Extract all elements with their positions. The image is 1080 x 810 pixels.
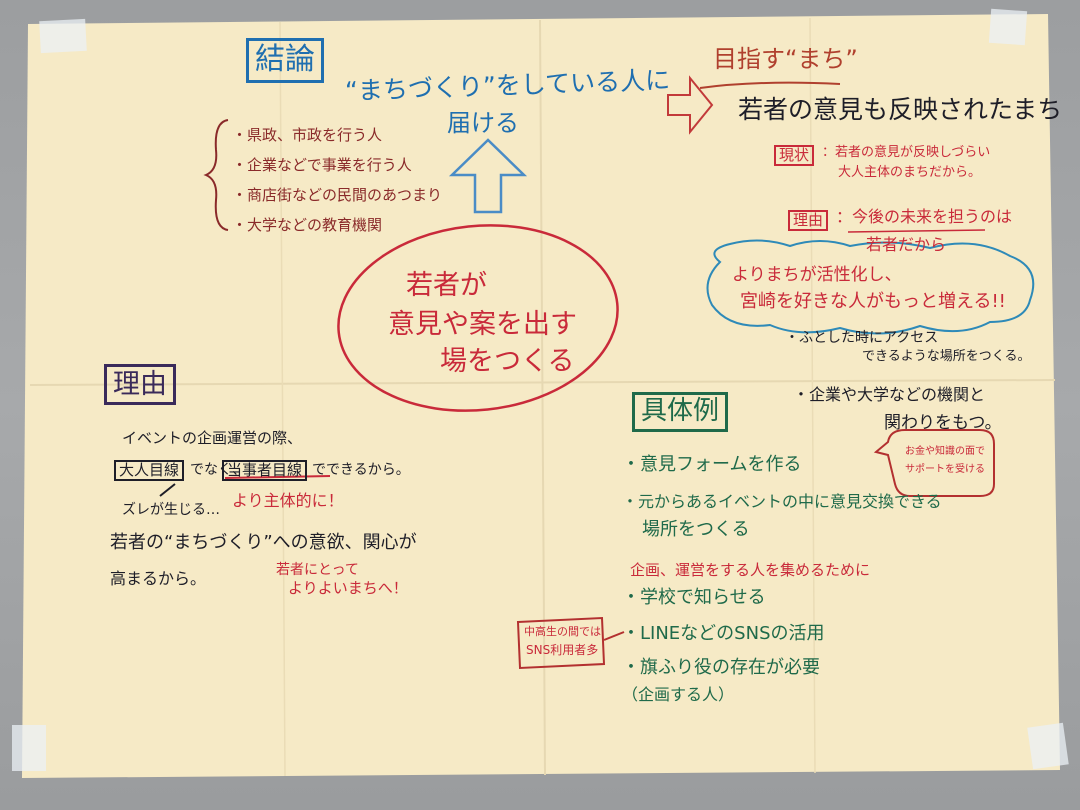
conclusion-heading: 結論 <box>246 38 324 83</box>
goal-heading: 目指す“まち” <box>713 45 858 73</box>
examples-item2a: ・元からあるイベントの中に意見交換できる <box>622 492 942 511</box>
examples-item2b: 場所をつくる <box>642 519 750 540</box>
conclusion-target-item: ・県政、市政を行う人 <box>232 126 383 144</box>
goal-cloud-line1: よりまちが活性化し、 <box>732 265 902 285</box>
goal-current-label: 現状 <box>774 145 815 167</box>
goal-statement: 若者の意見も反映されたまち <box>738 95 1063 124</box>
reason-gap-text: ズレが生じる… <box>122 502 220 518</box>
goal-reason-text1: ：今後の未来を担うのは <box>836 207 1013 226</box>
goal-cloud-line2: 宮崎を好きな人がもっと増える!! <box>740 291 1006 312</box>
reason-can-text: でできるから。 <box>312 462 410 478</box>
reason-item1: イベントの企画運営の際、 <box>122 429 303 447</box>
examples-sns-note2: SNS利用者多 <box>526 643 599 657</box>
examples-item6b: （企画する人） <box>622 685 735 704</box>
reason-better-city1: 若者にとって <box>276 562 359 578</box>
tape-bottom-right <box>1027 722 1069 770</box>
examples-item3: 企画、運営をする人を集めるために <box>630 561 871 579</box>
goal-current-text1: ：若者の意見が反映しづらい <box>822 145 991 160</box>
center-line2: 意見や案を出す <box>388 309 577 340</box>
goal-note2a: ・企業や大学などの機関と <box>793 385 986 404</box>
reason-not-text: でなく、 <box>190 462 246 478</box>
tape-top-right <box>988 8 1028 46</box>
tape-bottom-left <box>12 725 46 771</box>
conclusion-target-item: ・大学などの教育機関 <box>232 216 383 234</box>
goal-note1b: できるような場所をつくる。 <box>862 349 1031 364</box>
conclusion-line2: 届ける <box>447 109 519 137</box>
examples-item1: ・意見フォームを作る <box>622 454 802 475</box>
conclusion-target-item: ・商店街などの民間のあつまり <box>232 186 443 204</box>
goal-note2b: 関わりをもつ。 <box>884 413 1002 433</box>
conclusion-target-list: ・県政、市政を行う人 ・企業などで事業を行う人 ・商店街などの民間のあつまり ・… <box>232 120 442 240</box>
center-line1: 若者が <box>406 270 487 301</box>
reason-party-view: 当事者目線 <box>222 460 308 482</box>
conclusion-target-item: ・企業などで事業を行う人 <box>232 156 412 174</box>
examples-sns-note1: 中高生の間では <box>524 625 601 638</box>
goal-reason-text2: 若者だから <box>866 235 947 254</box>
goal-reason-label: 理由 <box>788 210 829 232</box>
goal-bubble-line1: お金や知識の面で <box>905 446 985 457</box>
examples-item5: ・LINEなどのSNSの活用 <box>622 623 825 644</box>
reason-more-subjective: より主体的に！ <box>232 491 344 510</box>
center-line3: 場をつくる <box>440 346 575 377</box>
reason-adult-view: 大人目線 <box>114 460 185 482</box>
reason-better-city2: よりよいまちへ！ <box>288 579 408 597</box>
reason-item2b: 高まるから。 <box>110 569 207 588</box>
goal-note1a: ・ふとした時にアクセス <box>785 330 939 346</box>
goal-current-text2: 大人主体のまちだから。 <box>838 165 982 180</box>
reason-heading: 理由 <box>104 364 176 406</box>
examples-heading: 具体例 <box>632 392 729 432</box>
examples-item6a: ・旗ふり役の存在が必要 <box>622 657 820 678</box>
tape-top-left <box>39 18 87 54</box>
examples-item4: ・学校で知らせる <box>622 587 766 608</box>
reason-item2a: 若者の“まちづくり”への意欲、関心が <box>110 532 417 553</box>
goal-bubble-line2: サポートを受ける <box>905 464 985 475</box>
